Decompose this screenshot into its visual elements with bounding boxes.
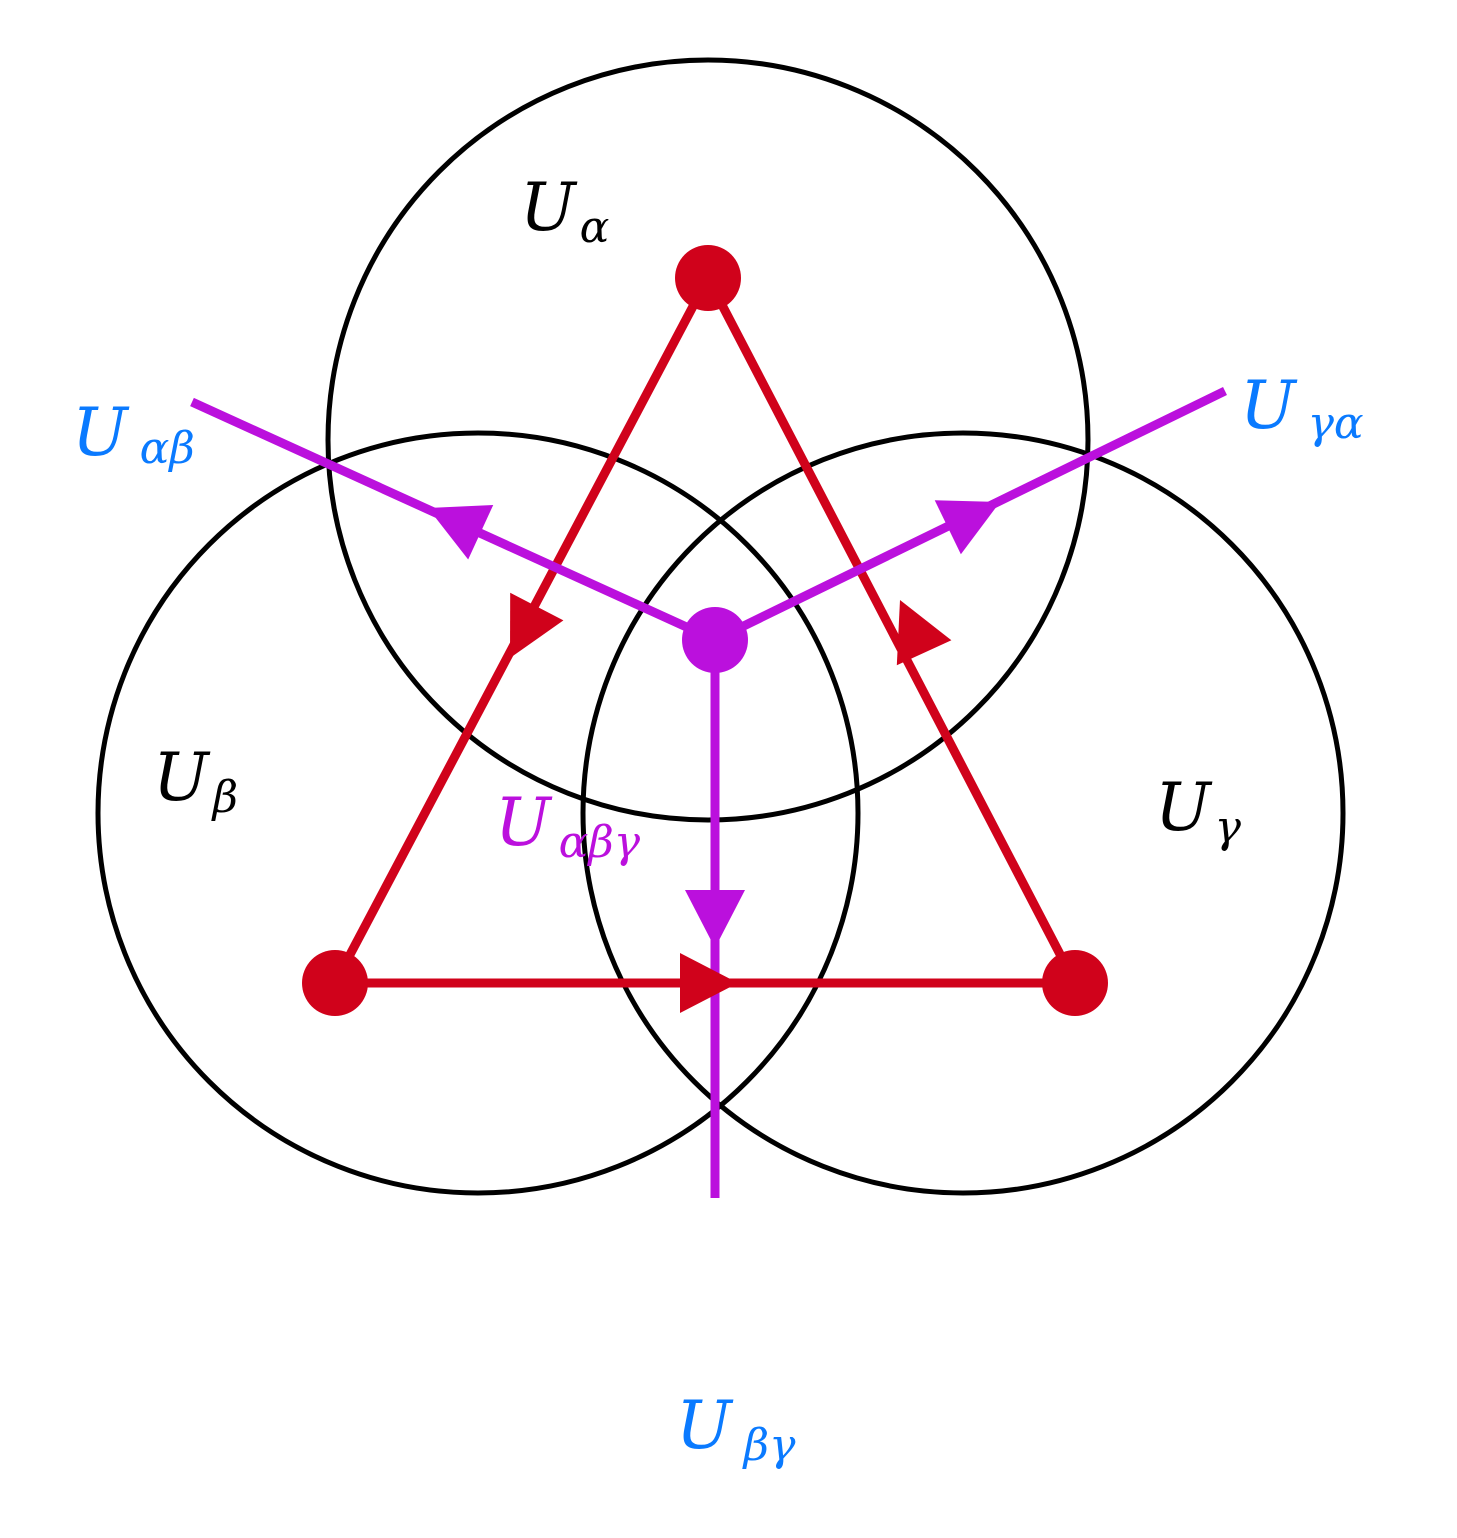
- vertex-gamma: [1042, 950, 1108, 1016]
- vertex-alpha: [675, 245, 741, 311]
- circle-u-beta: [95, 430, 861, 1196]
- circle-u-gamma: [580, 430, 1346, 1196]
- vertex-alpha-beta-gamma: [682, 607, 748, 673]
- circle-u-alpha: [325, 57, 1091, 823]
- label-u-gamma: Uγ: [1155, 769, 1242, 853]
- arrowhead-alpha-to-beta: [510, 592, 564, 658]
- arrowhead-to-alpha-beta: [428, 504, 494, 560]
- arrowhead-to-gamma-alpha: [934, 500, 1000, 555]
- arrowhead-beta-to-gamma: [680, 953, 738, 1013]
- arrowhead-to-beta-gamma: [685, 890, 745, 948]
- label-u-beta: Uβ: [153, 739, 238, 823]
- label-u-alpha: Uα: [520, 169, 609, 253]
- red-edge-gamma-alpha: [704, 275, 1079, 986]
- vertex-beta: [302, 950, 368, 1016]
- arrowhead-gamma-to-alpha: [896, 600, 952, 666]
